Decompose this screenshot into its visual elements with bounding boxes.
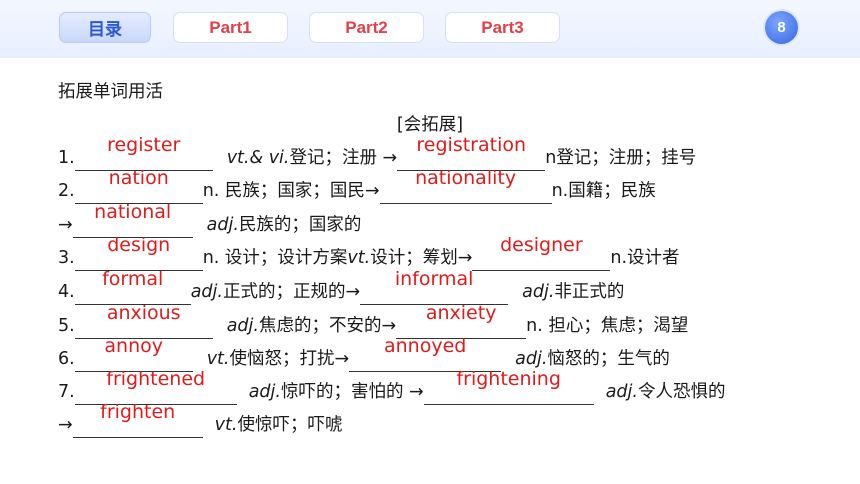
blank-formal: formal — [74, 268, 191, 305]
blank-nation: nation — [74, 167, 203, 204]
item-number: 4. — [58, 282, 75, 302]
meaning: 使惊吓；吓唬 — [237, 415, 343, 435]
answer-frighten: frighten — [100, 401, 176, 423]
section-title: 拓展单词用活 — [58, 82, 163, 102]
item-number: 1. — [58, 148, 75, 168]
answer-national: national — [94, 201, 172, 223]
answer-anxious: anxious — [106, 302, 181, 324]
answer-nationality: nationality — [415, 167, 517, 189]
pos-label: adj. — [206, 215, 239, 235]
meaning: 设计；筹划→ — [370, 248, 473, 268]
pos-label: adj. — [515, 349, 548, 369]
answer-anxiety: anxiety — [425, 302, 497, 324]
vocab-line-9: → frighten vt. 使惊吓；吓唬 — [58, 401, 343, 439]
vocab-line-4: 3. design n. 设计；设计方案 vt. 设计；筹划→ designer n… — [58, 234, 680, 272]
blank-anxious: anxious — [74, 302, 213, 339]
meaning: 令人恐惧的 — [637, 382, 726, 402]
blank-registration: registration — [397, 134, 546, 171]
pos-label: adj. — [522, 282, 555, 302]
pos-label: adj. — [605, 382, 638, 402]
meaning: 登记；注册 → — [289, 148, 398, 168]
blank-informal: informal — [360, 268, 509, 305]
tab-part3[interactable]: Part3 — [445, 12, 560, 43]
blank-design: design — [74, 234, 203, 271]
answer-designer: designer — [500, 234, 583, 256]
meaning: n. 设计；设计方案 — [202, 248, 348, 268]
meaning: n.国籍；民族 — [551, 181, 656, 201]
blank-nationality: nationality — [379, 167, 552, 204]
meaning: 焦虑的；不安的→ — [258, 316, 397, 336]
vocab-line-5: 4. formal adj. 正式的；正规的→ informal adj. 非正式的 — [58, 268, 625, 306]
vocab-line-6: 5. anxious adj. 焦虑的；不安的→ anxiety n. 担心；焦虑；渴… — [58, 302, 689, 340]
arrow: → — [58, 415, 73, 435]
tab-part1[interactable]: Part1 — [173, 12, 288, 43]
vocab-line-7: 6. annoy vt. 使恼怒；打扰→ annoyed adj. 恼怒的；生气的 — [58, 335, 670, 373]
blank-register: register — [74, 134, 213, 171]
item-number: 5. — [58, 316, 75, 336]
answer-register: register — [107, 134, 181, 156]
blank-frighten: frighten — [72, 401, 203, 438]
answer-registration: registration — [416, 134, 527, 156]
subtitle: [会拓展] — [396, 115, 464, 135]
tab-contents[interactable]: 目录 — [59, 12, 151, 43]
tab-part2[interactable]: Part2 — [309, 12, 424, 43]
meaning: 非正式的 — [554, 282, 625, 302]
pos-label: vt. — [214, 415, 238, 435]
answer-informal: informal — [394, 268, 474, 290]
meaning: 恼怒的；生气的 — [547, 349, 670, 369]
blank-annoyed: annoyed — [349, 335, 502, 372]
arrow: → — [58, 215, 73, 235]
pos-label: n — [545, 148, 557, 168]
answer-annoyed: annoyed — [383, 335, 467, 357]
blank-designer: designer — [472, 234, 611, 271]
blank-annoy: annoy — [74, 335, 193, 372]
blank-national: national — [72, 201, 193, 238]
item-number: 2. — [58, 181, 75, 201]
meaning: 正式的；正规的→ — [222, 282, 361, 302]
meaning: n.设计者 — [610, 248, 680, 268]
top-nav-bar: 目录 Part1 Part2 Part3 8 — [0, 0, 860, 58]
pos-label: adj. — [226, 316, 259, 336]
meaning: n. 担心；焦虑；渴望 — [526, 316, 689, 336]
item-number: 7. — [58, 382, 75, 402]
meaning: 使恼怒；打扰→ — [229, 349, 350, 369]
answer-formal: formal — [102, 268, 164, 290]
meaning: 惊吓的；害怕的 → — [280, 382, 424, 402]
item-number: 6. — [58, 349, 75, 369]
answer-annoy: annoy — [104, 335, 163, 357]
answer-design: design — [107, 234, 171, 256]
vocab-line-8: 7. frightened adj. 惊吓的；害怕的 → frightening adj… — [58, 368, 726, 406]
vocab-line-2: 2. nation n. 民族；国家；国民→ nationality n.国籍；民族 — [58, 167, 656, 205]
blank-frightened: frightened — [74, 368, 237, 405]
pos-label: vt.& vi. — [226, 148, 290, 168]
answer-frightening: frightening — [456, 368, 561, 390]
pos-label: vt. — [347, 248, 371, 268]
blank-frightening: frightening — [423, 368, 594, 405]
pos-label: adj. — [248, 382, 281, 402]
answer-nation: nation — [108, 167, 169, 189]
meaning: 登记；注册；挂号 — [556, 148, 697, 168]
blank-anxiety: anxiety — [396, 302, 527, 339]
pos-label: vt. — [206, 349, 230, 369]
page-number-badge: 8 — [765, 11, 798, 44]
item-number: 3. — [58, 248, 75, 268]
vocab-line-3: → national adj. 民族的；国家的 — [58, 201, 362, 239]
meaning: 民族的；国家的 — [238, 215, 362, 235]
pos-label: adj. — [190, 282, 223, 302]
answer-frightened: frightened — [106, 368, 206, 390]
meaning: n. 民族；国家；国民→ — [202, 181, 380, 201]
